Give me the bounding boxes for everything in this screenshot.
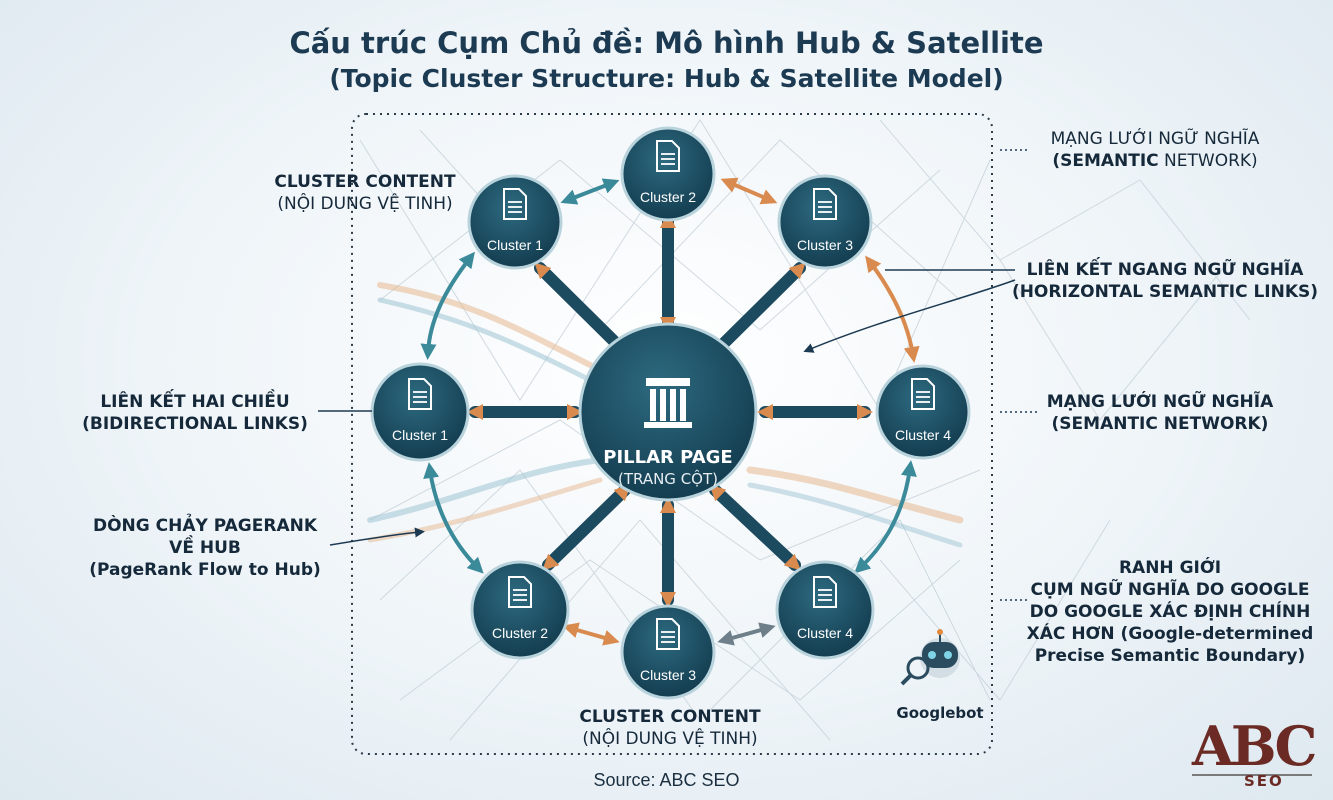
- source-caption: Source: ABC SEO: [593, 770, 740, 790]
- googlebot-icon: [900, 629, 960, 686]
- abc-seo-logo: ABC SEO: [1192, 714, 1318, 790]
- cluster-node-bottom-4[interactable]: Cluster 4: [775, 560, 875, 660]
- googlebot-label: Googlebot: [896, 704, 983, 722]
- link-top2-top3: [720, 177, 778, 205]
- annotation-cluster-content-bottom: CLUSTER CONTENT (NỘI DUNG VỆ TINH): [579, 707, 761, 749]
- document-icon: [408, 378, 432, 410]
- horizontal-links: [420, 177, 920, 646]
- cluster-label: Cluster 4: [895, 427, 951, 443]
- annotation-semantic-network-mid: MẠNG LƯỚI NGỮ NGHĨA (SEMANTIC NETWORK): [1046, 392, 1274, 434]
- leader-lines: [318, 149, 1040, 601]
- hub-arrow-top-1: [534, 262, 631, 358]
- link-left-bottom2: [423, 462, 484, 574]
- cluster-label: Cluster 3: [797, 237, 853, 253]
- title-line-1: Cấu trúc Cụm Chủ đề: Mô hình Hub & Satel…: [289, 26, 1044, 60]
- cluster-node-top-3[interactable]: Cluster 3: [777, 174, 873, 270]
- cluster-node-top-2[interactable]: Cluster 2: [620, 126, 716, 222]
- cluster-node-bottom-2[interactable]: Cluster 2: [470, 560, 570, 660]
- annotation-pagerank-flow: DÒNG CHẢY PAGERANK VỀ HUB (PageRank Flow…: [89, 516, 321, 580]
- hub-arrows: [467, 212, 873, 608]
- cluster-label: Cluster 2: [640, 189, 696, 205]
- cluster-label: Cluster 1: [392, 427, 448, 443]
- annotation-horizontal-links: LIÊN KẾT NGANG NGỮ NGHĨA (HORIZONTAL SEM…: [1011, 260, 1319, 302]
- hub-arrow-top-3: [709, 262, 806, 358]
- hub-subtitle: (TRANG CỘT): [618, 469, 718, 488]
- link-top3-right: [865, 255, 920, 363]
- document-icon: [508, 576, 532, 608]
- document-icon: [911, 378, 935, 410]
- document-icon: [813, 188, 837, 220]
- annotation-semantic-boundary: RANH GIỚI CỤM NGỮ NGHĨA DO GOOGLE DO GOO…: [1026, 558, 1314, 666]
- document-icon: [813, 576, 837, 608]
- link-bottom2-bottom3: [562, 622, 620, 646]
- link-bottom3-bottom4: [717, 622, 776, 646]
- hub-title: PILLAR PAGE: [603, 447, 732, 468]
- cluster-label: Cluster 4: [797, 625, 853, 641]
- cluster-node-bottom-3[interactable]: Cluster 3: [620, 604, 716, 700]
- link-top1-left: [420, 251, 475, 360]
- document-icon: [656, 618, 680, 650]
- pillar-page-hub[interactable]: PILLAR PAGE (TRANG CỘT): [578, 322, 758, 502]
- cluster-node-left[interactable]: Cluster 1: [370, 362, 470, 462]
- hub-arrow-bottom-2: [542, 484, 631, 571]
- cluster-nodes: Cluster 1 Cluster 2 Cluster 3 Cluster 1 Clus…: [370, 126, 971, 700]
- annotation-cluster-content-top: CLUSTER CONTENT (NỘI DUNG VỆ TINH): [274, 172, 456, 214]
- cluster-node-right[interactable]: Cluster 4: [875, 364, 971, 460]
- semantic-boundary-frame: [351, 113, 993, 755]
- link-top1-top2: [560, 178, 620, 205]
- title-line-2: (Topic Cluster Structure: Hub & Satellit…: [329, 64, 1004, 93]
- cluster-label: Cluster 2: [492, 625, 548, 641]
- pillar-icon: [644, 378, 692, 428]
- document-icon: [656, 140, 680, 172]
- cluster-node-top-1[interactable]: Cluster 1: [467, 174, 563, 270]
- hub-arrow-bottom-4: [709, 484, 801, 571]
- cluster-label: Cluster 1: [487, 237, 543, 253]
- document-icon: [503, 188, 527, 220]
- link-right-bottom4: [854, 460, 917, 574]
- cluster-label: Cluster 3: [640, 667, 696, 683]
- annotation-semantic-network-top: MẠNG LƯỚI NGỮ NGHĨA (SEMANTIC NETWORK): [1050, 129, 1260, 171]
- annotation-bidirectional-links: LIÊN KẾT HAI CHIỀU (BIDIRECTIONAL LINKS): [82, 392, 308, 434]
